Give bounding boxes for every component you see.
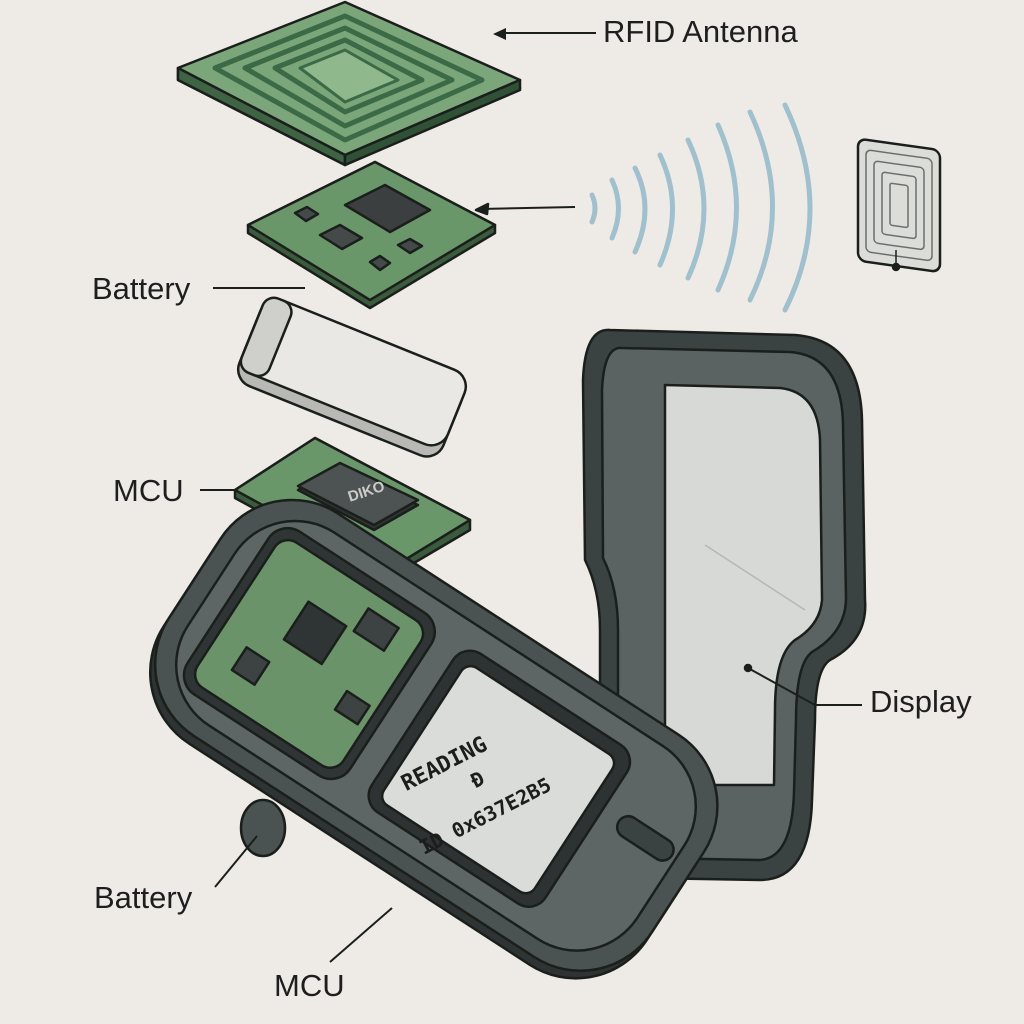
mcu-pcb: DIKO [233, 436, 472, 582]
reader-body [148, 498, 719, 980]
label-battery-bottom: Battery [94, 880, 193, 915]
label-mcu-top: MCU [113, 473, 184, 508]
rfid-module-pcb [246, 160, 576, 310]
label-mcu-bottom: MCU [274, 968, 345, 1003]
rf-waves [589, 102, 813, 313]
battery-cell [236, 296, 468, 458]
label-rfid-antenna: RFID Antenna [603, 14, 798, 49]
label-display: Display [870, 684, 972, 719]
rfid-tag-card [856, 138, 942, 273]
label-battery-top: Battery [92, 271, 191, 306]
rfid-antenna-layer [176, 0, 522, 167]
